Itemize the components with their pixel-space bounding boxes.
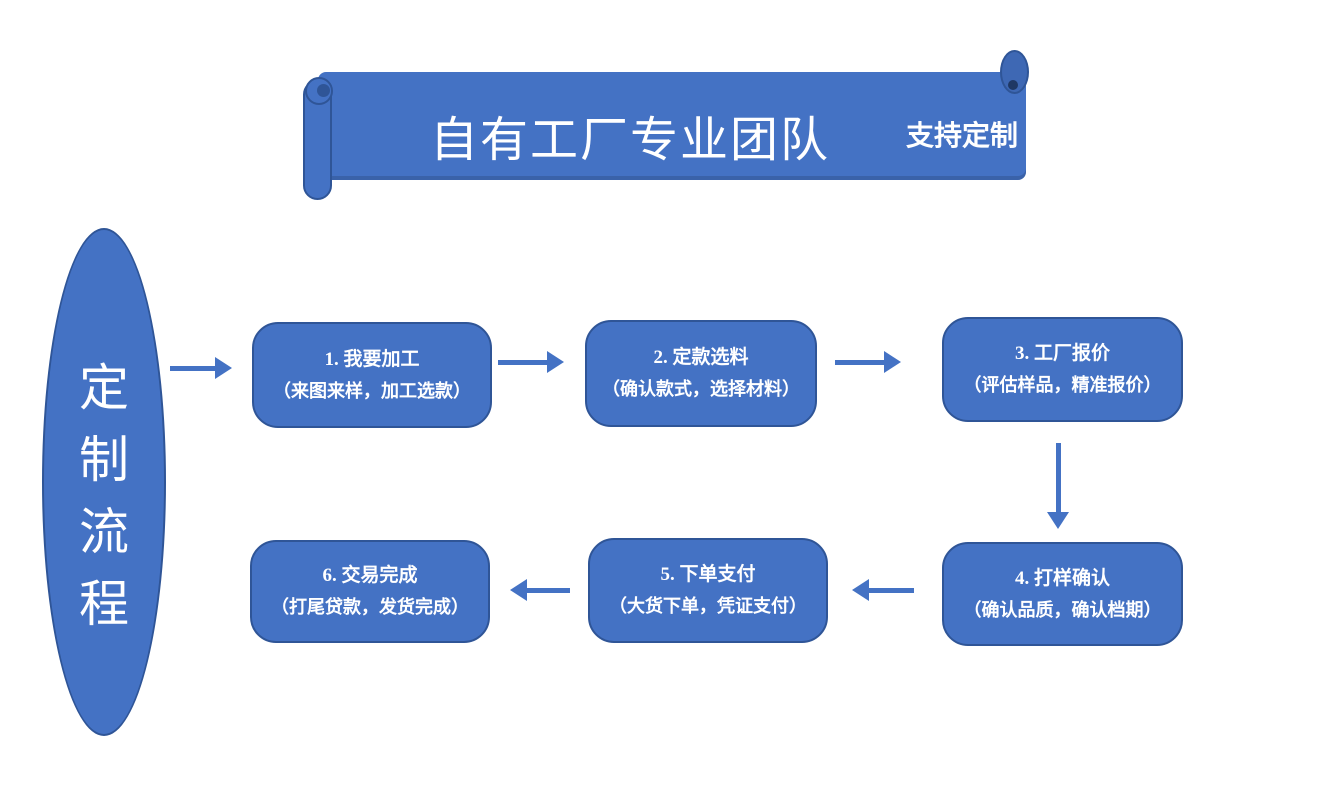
arrow-step1-to-step2-right-icon: [498, 350, 564, 374]
step-box-5: 5. 下单支付 （大货下单，凭证支付）: [588, 538, 828, 643]
step-subtitle: （评估样品，精准报价）: [963, 375, 1162, 396]
banner-ribbon: [318, 72, 1026, 180]
step-box-1: 1. 我要加工 （来图来样，加工选款）: [252, 322, 492, 428]
step-subtitle: （大货下单，凭证支付）: [609, 596, 807, 617]
step-title: 4. 打样确认: [1014, 567, 1110, 589]
side-label-char: 流: [79, 504, 129, 560]
step-box-2: 2. 定款选料 （确认款式，选择材料）: [585, 320, 817, 427]
step-title: 5. 下单支付: [660, 564, 756, 586]
arrow-step4-to-step5-left-icon: [852, 578, 914, 602]
step-title: 2. 定款选料: [653, 347, 749, 369]
banner-subtitle: 支持定制: [906, 121, 1019, 152]
side-label-char: 定: [79, 360, 129, 416]
side-label-char: 制: [79, 432, 129, 488]
step-title: 1. 我要加工: [324, 348, 420, 370]
side-label-char: 程: [79, 576, 129, 632]
arrow-step5-to-step6-left-icon: [510, 578, 570, 602]
step-box-6: 6. 交易完成 （打尾贷款，发货完成）: [250, 540, 490, 643]
step-subtitle: （确认品质，确认档期）: [963, 599, 1162, 620]
step-subtitle: （来图来样，加工选款）: [273, 380, 471, 401]
arrow-step2-to-step3-right-icon: [835, 350, 901, 374]
arrow-step3-to-step4-down-icon: [1046, 443, 1070, 529]
step-box-4: 4. 打样确认 （确认品质，确认档期）: [942, 542, 1183, 646]
banner-scroll-right-curl-dot: [1008, 80, 1018, 90]
step-subtitle: （确认款式，选择材料）: [602, 379, 800, 400]
process-label-ellipse: 定 制 流 程: [42, 228, 166, 736]
step-subtitle: （打尾贷款，发货完成）: [271, 597, 469, 618]
arrow-label-to-step1-right-icon: [170, 356, 232, 380]
step-title: 3. 工厂报价: [1014, 343, 1110, 365]
banner-title: 自有工厂专业团队: [430, 114, 831, 167]
banner-scroll-left-curl-dot: [317, 84, 330, 97]
step-box-3: 3. 工厂报价 （评估样品，精准报价）: [942, 317, 1183, 422]
step-title: 6. 交易完成: [322, 565, 418, 587]
